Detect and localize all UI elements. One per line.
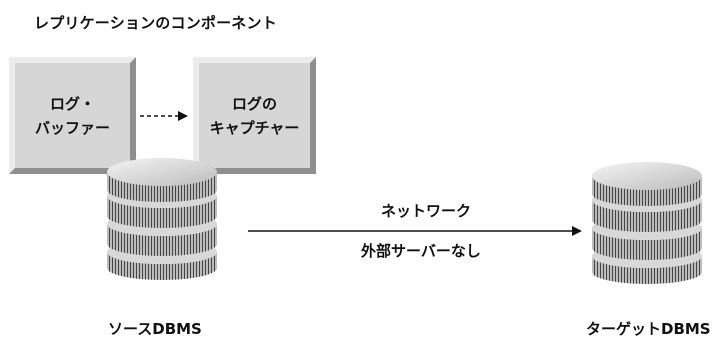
log-buffer-label-line1: ログ・ [49,94,95,113]
target-database-icon [592,162,702,284]
source-database-icon [107,158,217,280]
log-buffer-box: ログ・ バッファー [9,57,136,174]
log-buffer-label-line2: バッファー [34,118,110,137]
log-capture-box: ログの キャプチャー [193,57,316,174]
target-dbms-label: ターゲットDBMS [586,320,711,338]
source-dbms-label: ソースDBMS [108,320,202,338]
diagram-title: レプリケーションのコンポーネント [34,14,277,32]
log-capture-label-line1: ログの [231,94,277,113]
no-external-server-label: 外部サーバーなし [361,242,481,260]
log-capture-label-line2: キャプチャー [209,118,300,137]
network-label: ネットワーク [381,202,472,220]
